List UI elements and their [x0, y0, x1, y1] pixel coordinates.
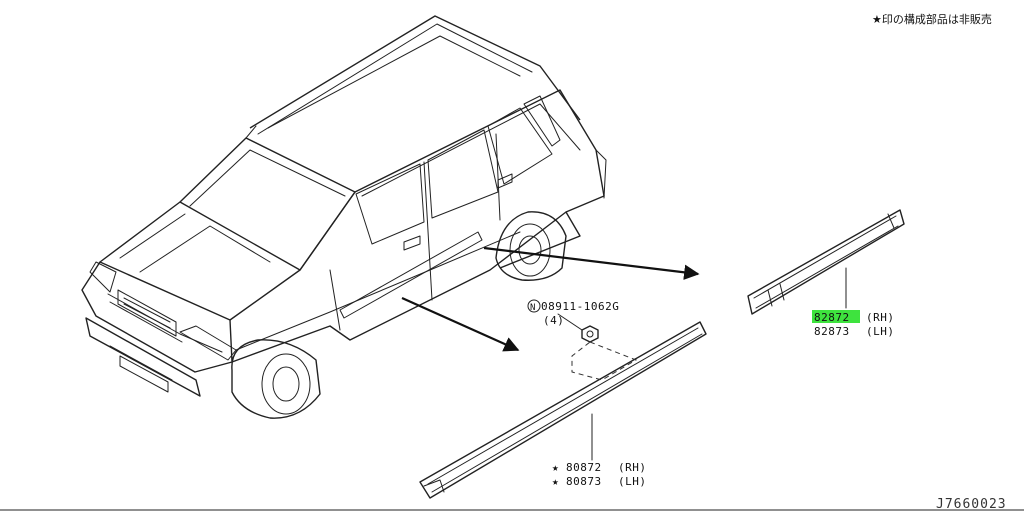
- nut-label: N 08911-1062G (4): [527, 299, 619, 327]
- lower-part-labels: ★ 80872 (RH) ★ 80873 (LH): [552, 461, 647, 488]
- star-mark: ★: [552, 475, 559, 488]
- diagram-code: J7660023: [936, 497, 1007, 512]
- nut-prefix: N: [530, 303, 536, 313]
- part-highlight: [812, 310, 860, 323]
- side-rh-label: (RH): [618, 461, 647, 474]
- side-rh-label: (RH): [866, 311, 895, 324]
- nut-quantity: (4): [543, 314, 564, 327]
- part-number-80873[interactable]: 80873: [566, 475, 602, 488]
- side-lh-label: (LH): [866, 325, 895, 338]
- upper-callout-arrow: [483, 246, 700, 280]
- vehicle-illustration: [81, 15, 607, 419]
- lower-callout-arrow: [401, 296, 520, 352]
- nut-part-number: 08911-1062G: [541, 300, 619, 313]
- part-number-82872[interactable]: 82872: [814, 311, 850, 324]
- upper-protector-part: [747, 209, 905, 315]
- star-mark: ★: [552, 461, 559, 474]
- part-number-82873[interactable]: 82873: [814, 325, 850, 338]
- part-number-80872[interactable]: 80872: [566, 461, 602, 474]
- nut-part: [557, 313, 638, 381]
- lower-protector-part: [419, 321, 707, 499]
- non-sale-note: ★印の構成部品は非販売: [872, 12, 992, 26]
- side-lh-label: (LH): [618, 475, 647, 488]
- upper-part-labels: 82872 (RH) 82873 (LH): [812, 310, 895, 338]
